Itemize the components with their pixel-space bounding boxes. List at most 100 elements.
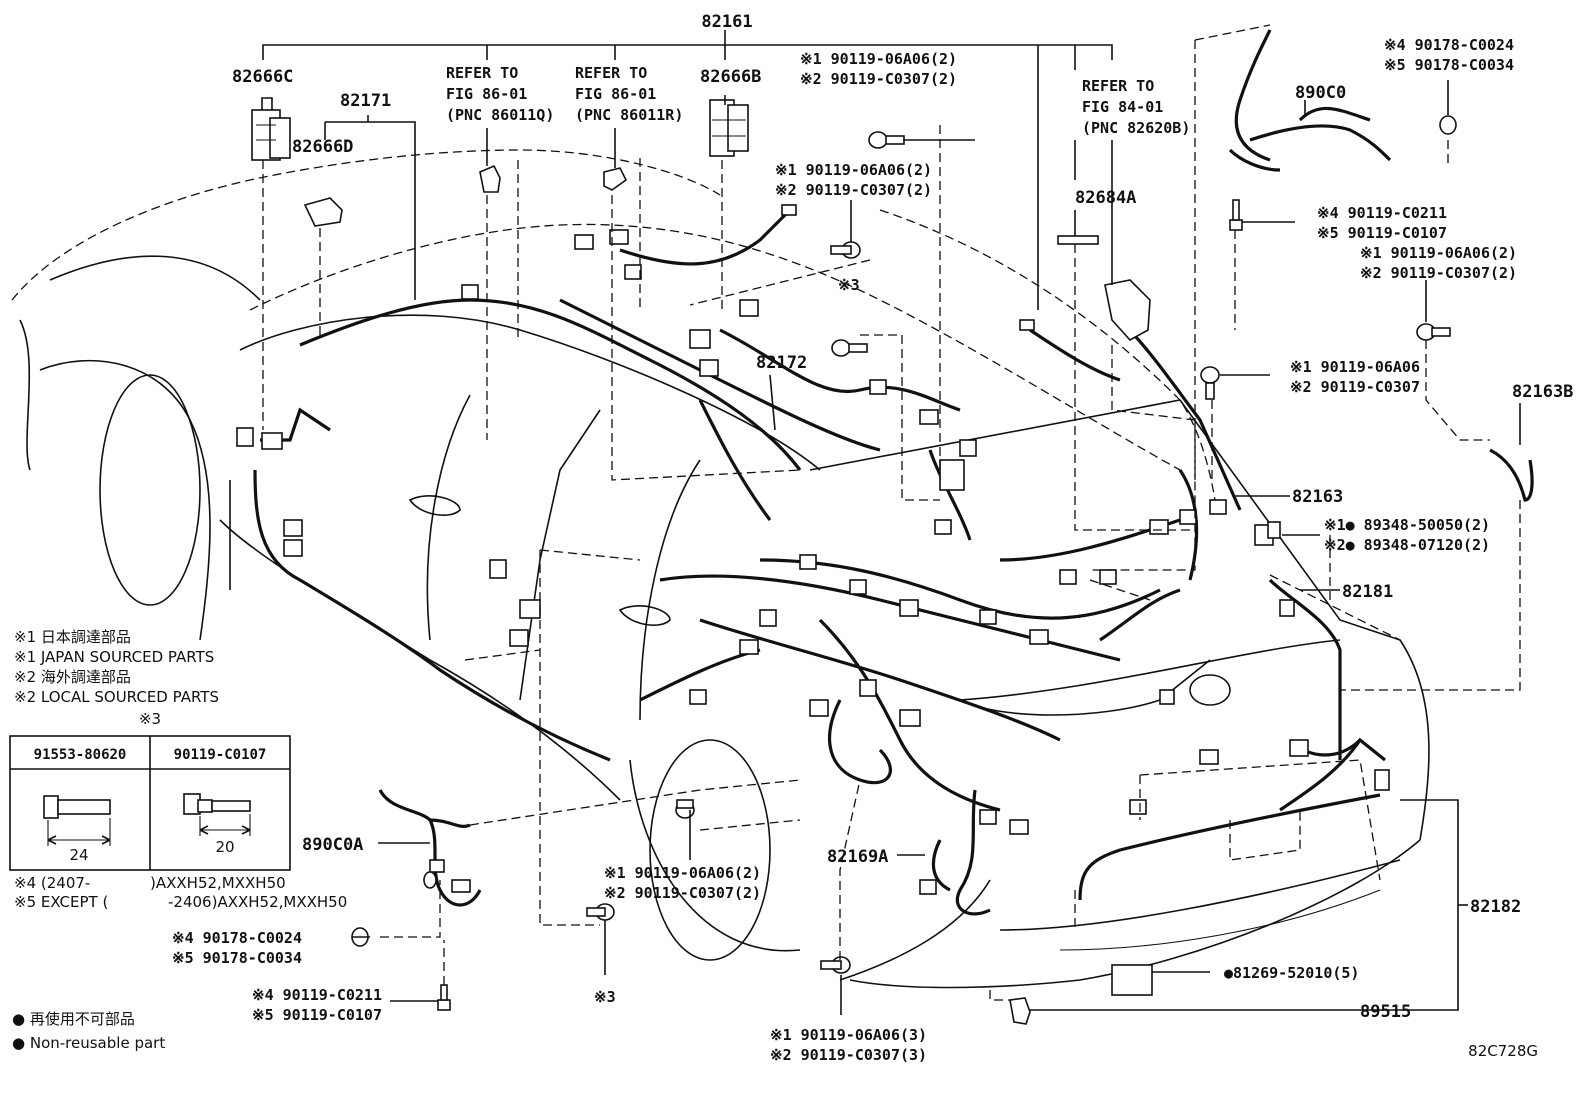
part-refer-86011R — [603, 167, 628, 191]
label-82163: 82163 — [1292, 487, 1343, 507]
label-refer1-c: (PNC 86011Q) — [446, 106, 554, 124]
note-4-b: )AXXH52,MXXH50 — [150, 874, 286, 892]
legend-table-title: ※3 — [139, 710, 161, 728]
bolt-label-left-b5: ※5 90119-C0107 — [252, 1006, 382, 1024]
label-890C0A: 890C0A — [302, 835, 363, 855]
legend-jp-1: ※1 日本調達部品 — [14, 628, 131, 646]
label-82684A: 82684A — [1075, 188, 1136, 208]
label-82182: 82182 — [1470, 897, 1521, 917]
table-header-2: 90119-C0107 — [174, 747, 267, 763]
wire-harness-82169A — [931, 789, 991, 916]
wire-harness-82182 — [1078, 578, 1386, 901]
bolt-right-c — [1200, 366, 1220, 400]
part-82163-clip — [1254, 521, 1281, 546]
bolt-label-left-5: ※5 90178-C0034 — [172, 949, 302, 967]
bolt-size-table: 91553-80620 90119-C0107 24 — [9, 735, 291, 871]
wire-harness-890C0 — [1228, 29, 1392, 172]
label-refer1-a: REFER TO — [446, 64, 518, 82]
bolt-label-top-center-2: ※2 90119-C0307(2) — [800, 70, 957, 88]
wire-harness-890C0A — [378, 789, 482, 907]
part-82620B — [1104, 279, 1151, 342]
part-82666D — [303, 197, 343, 227]
bolt-90119-drawing: 20 — [183, 793, 251, 856]
part-refer-86011Q — [479, 164, 501, 193]
dim-24: 24 — [69, 846, 88, 864]
wire-harness-82163 — [1029, 318, 1242, 511]
label-refer2-a: REFER TO — [575, 64, 647, 82]
dashed-guide-lines — [262, 24, 1521, 1001]
bolt-label-bottom-mid-1: ※1 90119-06A06(2) — [604, 864, 761, 882]
label-refer3-a: REFER TO — [1082, 77, 1154, 95]
label-ref3-top: ※3 — [838, 276, 860, 294]
bolt-label-bottom-2: ※2 90119-C0307(3) — [770, 1046, 927, 1064]
bolt-right-a — [1229, 199, 1243, 231]
part-plate-81269 — [1111, 964, 1153, 996]
bolt-label-top-right-4: ※4 90178-C0024 — [1384, 36, 1514, 54]
label-refer3-b: FIG 84-01 — [1082, 98, 1163, 116]
label-82169A: 82169A — [827, 847, 888, 867]
leader-lines — [262, 30, 1521, 1015]
dim-20: 20 — [215, 838, 234, 856]
wire-harness-82172 — [559, 208, 961, 521]
bolt-91553-drawing: 24 — [43, 795, 111, 864]
bolt-right-b — [1416, 323, 1451, 341]
label-890C0: 890C0 — [1295, 83, 1346, 103]
bolt-label-right-c1: ※1 90119-06A06 — [1290, 358, 1420, 376]
part-82666C — [251, 97, 291, 161]
part-89515 — [1009, 997, 1031, 1025]
car-body-outline — [11, 149, 1430, 989]
label-refer2-b: FIG 86-01 — [575, 85, 656, 103]
label-82163B: 82163B — [1512, 382, 1573, 402]
nut-top-right — [1439, 115, 1457, 135]
label-ref3-bottom: ※3 — [594, 988, 616, 1006]
bolt-label-clip-2: ※2● 89348-07120(2) — [1324, 536, 1490, 554]
connector-blocks — [236, 204, 1390, 895]
bolt-ref3-bottom — [586, 903, 615, 921]
label-refer2-c: (PNC 86011R) — [575, 106, 683, 124]
note-5-a: ※5 EXCEPT ( — [14, 893, 108, 911]
table-header-1: 91553-80620 — [34, 747, 127, 763]
bolt-top-center — [868, 131, 905, 149]
note-4-a: ※4 (2407- — [14, 874, 90, 892]
bolt-label-right-c2: ※2 90119-C0307 — [1290, 378, 1420, 396]
bolt-bottom-mid-a — [675, 799, 695, 819]
legend: ※1 日本調達部品 ※1 JAPAN SOURCED PARTS ※2 海外調達… — [9, 628, 347, 1052]
legend-en-2: ※2 LOCAL SOURCED PARTS — [14, 688, 219, 706]
bolt-left-mid — [423, 871, 437, 889]
bolt-mid-center — [830, 241, 861, 259]
bolt-labels: ※1 90119-06A06(2) ※2 90119-C0307(2) ※1 9… — [172, 36, 1517, 1064]
part-82666B — [709, 99, 749, 157]
legend-en-1: ※1 JAPAN SOURCED PARTS — [14, 648, 214, 666]
nonreusable-en: ● Non-reusable part — [12, 1034, 165, 1052]
callout-labels: 82161 82666C 82171 82666D REFER TO FIG 8… — [232, 12, 1573, 1022]
bolt-left-b — [437, 984, 451, 1011]
bolt-fasteners — [351, 115, 1457, 1011]
bolt-label-clip-1: ※1● 89348-50050(2) — [1324, 516, 1490, 534]
wire-harness-82163B — [1489, 448, 1534, 502]
label-refer3-c: (PNC 82620B) — [1082, 119, 1190, 137]
bolt-label-top-right-5: ※5 90178-C0034 — [1384, 56, 1514, 74]
bolt-label-bottom-mid-2: ※2 90119-C0307(2) — [604, 884, 761, 902]
wire-harness-82161 — [639, 449, 1199, 812]
nonreusable-jp: ● 再使用不可部品 — [12, 1010, 135, 1028]
label-82161: 82161 — [701, 12, 752, 32]
label-refer1-b: FIG 86-01 — [446, 85, 527, 103]
bolt-bottom — [820, 956, 851, 974]
label-82171: 82171 — [340, 91, 391, 111]
bolt-label-right-b1: ※1 90119-06A06(2) — [1360, 244, 1517, 262]
figure-code: 82C728G — [1468, 1042, 1538, 1060]
bolt-label-left-4: ※4 90178-C0024 — [172, 929, 302, 947]
bolt-label-right-b2: ※2 90119-C0307(2) — [1360, 264, 1517, 282]
bolt-ref3-top — [831, 339, 868, 357]
label-82666B: 82666B — [700, 67, 761, 87]
bolt-label-bottom-1: ※1 90119-06A06(3) — [770, 1026, 927, 1044]
label-82666C: 82666C — [232, 67, 293, 87]
legend-jp-2: ※2 海外調達部品 — [14, 668, 131, 686]
label-89515: 89515 — [1360, 1002, 1411, 1022]
bolt-label-right-a4: ※4 90119-C0211 — [1317, 204, 1447, 222]
bolt-label-right-a5: ※5 90119-C0107 — [1317, 224, 1447, 242]
bolt-label-mid-center-2: ※2 90119-C0307(2) — [775, 181, 932, 199]
bolt-label-mid-center-1: ※1 90119-06A06(2) — [775, 161, 932, 179]
label-plate-81269: ●81269-52010(5) — [1224, 964, 1359, 982]
